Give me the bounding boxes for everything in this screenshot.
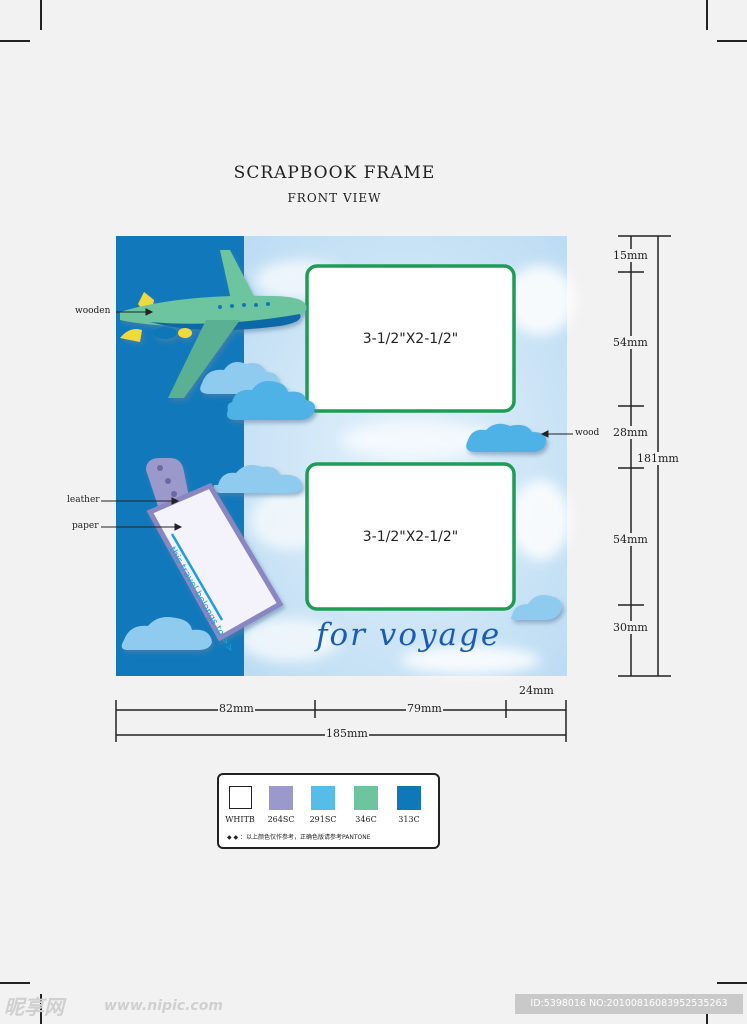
palette-note: ◆ ◆ ：以上颜色仅作参考，正确色版请参考PANTONE [227, 834, 371, 841]
swatch-label: 264SC [267, 815, 295, 824]
swatch-313c [397, 786, 421, 810]
dim-15mm: 15mm [612, 249, 649, 262]
dim-28mm: 28mm [612, 426, 649, 439]
swatch-264sc [269, 786, 293, 810]
dim-54mm-top: 54mm [612, 336, 649, 349]
watermark-logo: 昵享网 [4, 995, 64, 1019]
callout-paper: paper [72, 521, 99, 531]
page-title: SCRAPBOOK FRAME [233, 163, 436, 183]
dim-30mm: 30mm [612, 621, 649, 634]
swatch-label: 291SC [309, 815, 337, 824]
crop-mark [706, 0, 708, 30]
swatch-291sc [311, 786, 335, 810]
color-palette: WHITB 264SC 291SC 346C 313C ◆ ◆ ：以上颜色仅作参… [217, 773, 440, 849]
callout-wooden: wooden [75, 306, 111, 316]
dim-185mm: 185mm [325, 727, 369, 740]
sky-texture [240, 260, 575, 674]
photo-frame-bottom [305, 462, 516, 611]
dim-54mm-bottom: 54mm [612, 533, 649, 546]
swatch-label: 346C [355, 815, 377, 824]
airplane-icon [120, 250, 307, 398]
swatch-346c [354, 786, 378, 810]
swatch-label: 313C [398, 815, 420, 824]
dim-82mm: 82mm [218, 702, 255, 715]
slogan-text: for voyage [316, 617, 502, 653]
crop-mark [0, 40, 30, 42]
photo-size-top: 3-1/2"X2-1/2" [362, 331, 459, 347]
photo-size-bottom: 3-1/2"X2-1/2" [362, 529, 459, 545]
page-subtitle: FRONT VIEW [287, 191, 382, 205]
luggage-tag [146, 458, 284, 642]
swatch-label: WHITB [225, 815, 255, 824]
crop-mark [717, 40, 747, 42]
watermark-url: www.nipic.com [104, 998, 223, 1014]
dim-24mm: 24mm [518, 684, 555, 697]
photo-frame-top [305, 264, 516, 413]
callout-wood: wood [575, 428, 600, 438]
swatch-white [229, 786, 252, 809]
callout-leather: leather [67, 495, 100, 505]
crop-mark [40, 0, 42, 30]
dim-79mm: 79mm [406, 702, 443, 715]
crop-mark [40, 994, 42, 1024]
crop-mark [717, 982, 747, 984]
watermark-id: ID:5398016 NO:20100816083952535263 [515, 994, 743, 1014]
cloud-group [121, 362, 562, 650]
crop-mark [0, 982, 30, 984]
dim-181mm: 181mm [636, 452, 680, 465]
